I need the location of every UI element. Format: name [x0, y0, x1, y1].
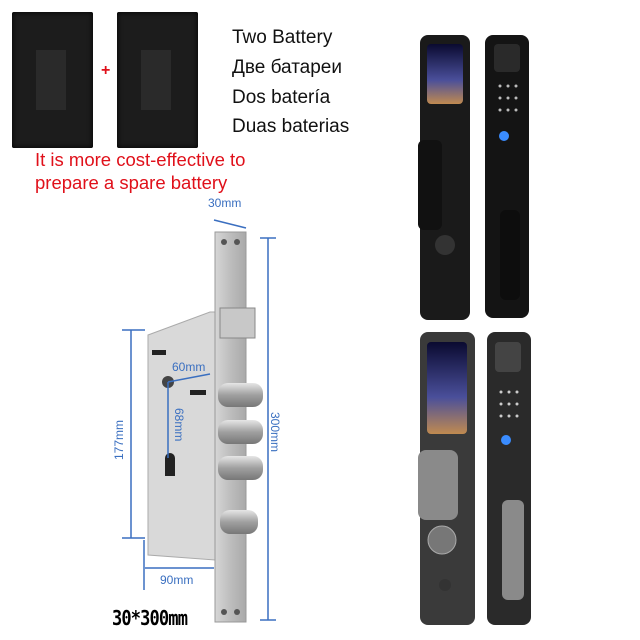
model-size: 30*300mm: [112, 606, 188, 630]
dim-body-depth: 90mm: [160, 573, 194, 587]
label-english: Two Battery: [232, 27, 333, 48]
promo-line-1: It is more cost-effective to: [35, 149, 246, 170]
label-russian: Две батареи: [232, 57, 342, 78]
dim-center-distance: 68mm: [172, 408, 186, 442]
gray-lock-back: [487, 332, 531, 625]
battery-2: [117, 12, 198, 148]
black-lock-front: [418, 35, 470, 320]
label-portuguese: Duas baterias: [232, 116, 350, 137]
dim-faceplate-width: 30mm: [208, 196, 242, 210]
dim-body-height: 177mm: [112, 419, 126, 460]
gray-lock-front: [418, 332, 475, 625]
battery-1: [12, 12, 93, 148]
black-lock-back: [485, 35, 529, 318]
label-spanish: Dos batería: [232, 87, 331, 108]
smart-lock-images: [418, 35, 531, 625]
dim-total-height: 300mm: [268, 412, 282, 453]
promo-line-2: prepare a spare battery: [35, 172, 228, 193]
plus-sign: +: [101, 62, 111, 79]
dim-backset: 60mm: [172, 360, 206, 374]
